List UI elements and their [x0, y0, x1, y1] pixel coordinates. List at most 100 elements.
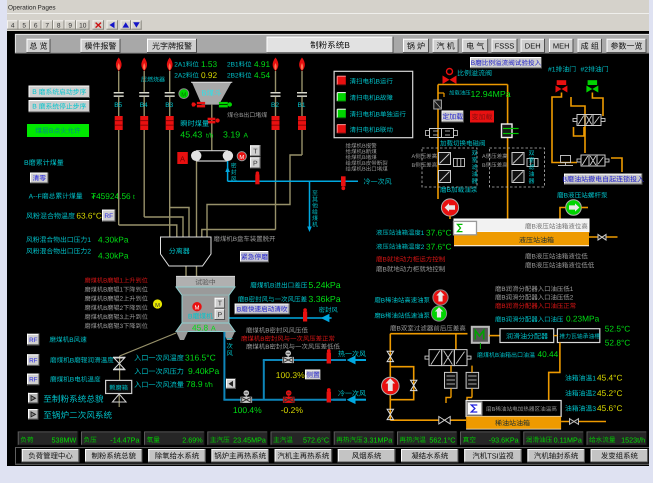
svg-text:M: M	[195, 305, 200, 312]
svg-text:t: t	[133, 194, 135, 201]
svg-text:TSI: TSI	[487, 451, 499, 460]
svg-text:A: A	[180, 155, 185, 164]
svg-text:3: 3	[120, 314, 124, 321]
svg-text:B: B	[188, 314, 193, 321]
svg-text:B5: B5	[114, 102, 122, 109]
svg-text:45.2°C: 45.2°C	[597, 388, 622, 398]
svg-text:B: B	[362, 149, 366, 155]
svg-text:B: B	[501, 317, 505, 324]
svg-text:₮45924.56: ₮45924.56	[91, 191, 131, 201]
svg-text:B: B	[49, 128, 54, 135]
svg-text:M: M	[239, 155, 244, 161]
svg-text:B: B	[376, 127, 380, 134]
svg-text:B: B	[492, 407, 496, 413]
svg-text:B: B	[376, 95, 380, 102]
svg-text:2: 2	[570, 295, 574, 302]
svg-text:FSSS: FSSS	[495, 42, 515, 51]
svg-text:40.44: 40.44	[538, 349, 559, 359]
svg-text:B: B	[362, 144, 366, 150]
svg-text:B: B	[103, 278, 107, 285]
svg-text:B: B	[383, 257, 387, 264]
svg-text:A: A	[482, 154, 486, 160]
svg-text:B: B	[532, 224, 536, 231]
svg-text:2: 2	[120, 296, 124, 303]
svg-text:45.43: 45.43	[180, 130, 202, 140]
svg-text:23.45MPa: 23.45MPa	[233, 435, 266, 444]
svg-text:B: B	[233, 236, 237, 243]
svg-text:B: B	[383, 266, 387, 273]
svg-text:B: B	[103, 296, 107, 303]
svg-text:B: B	[344, 40, 350, 50]
svg-text:2.69%: 2.69%	[182, 435, 203, 444]
svg-text:B: B	[239, 112, 243, 119]
svg-text:2B2: 2B2	[227, 73, 239, 80]
svg-text:12.94MPa: 12.94MPa	[471, 89, 511, 99]
svg-text:45.6°C: 45.6°C	[597, 403, 622, 413]
svg-text:63.6°C: 63.6°C	[76, 210, 101, 220]
svg-text:B: B	[412, 163, 416, 169]
svg-text:Pages: Pages	[38, 5, 56, 12]
svg-text:B: B	[471, 60, 476, 67]
svg-text:562.1°C: 562.1°C	[429, 435, 455, 444]
svg-text:B: B	[381, 297, 385, 304]
svg-text:B: B	[103, 287, 107, 294]
svg-text:t/h: t/h	[206, 133, 214, 140]
svg-text:0.23MPa: 0.23MPa	[566, 314, 600, 324]
svg-text:B: B	[501, 295, 505, 302]
svg-text:B: B	[532, 263, 536, 270]
svg-text:100.4%: 100.4%	[233, 405, 262, 415]
svg-text:2A1: 2A1	[174, 62, 186, 69]
svg-text:B: B	[564, 193, 569, 200]
svg-text:B: B	[501, 286, 505, 293]
svg-text:3: 3	[592, 406, 596, 413]
svg-text:45.8: 45.8	[192, 322, 209, 332]
svg-text:#2: #2	[581, 67, 589, 74]
svg-text:B: B	[376, 79, 380, 86]
svg-text:B: B	[70, 357, 75, 364]
svg-text:A: A	[211, 325, 216, 332]
svg-text:6: 6	[34, 22, 38, 29]
svg-text:-0.2%: -0.2%	[281, 405, 304, 415]
svg-text:1523t/h: 1523t/h	[621, 435, 645, 444]
svg-text:B: B	[397, 326, 401, 333]
svg-text:B: B	[265, 328, 269, 335]
svg-text:52.8°C: 52.8°C	[605, 338, 630, 348]
svg-text:Operation: Operation	[8, 5, 37, 12]
svg-text:2A2: 2A2	[174, 73, 186, 80]
svg-text:1: 1	[421, 230, 425, 237]
svg-text:B: B	[376, 112, 380, 119]
svg-text:B: B	[70, 377, 75, 384]
svg-text:4.30kPa: 4.30kPa	[98, 251, 129, 261]
svg-text:B: B	[270, 283, 275, 290]
svg-text:316.5°C: 316.5°C	[185, 352, 216, 362]
svg-text:52.5°C: 52.5°C	[605, 324, 630, 334]
svg-text:M: M	[155, 303, 160, 309]
svg-text:3.31MPa: 3.31MPa	[364, 435, 393, 444]
svg-text:8: 8	[57, 22, 61, 29]
svg-text:1: 1	[120, 287, 124, 294]
svg-text:A: A	[412, 154, 416, 160]
svg-text:DEH: DEH	[525, 42, 541, 51]
svg-text:RF: RF	[29, 337, 38, 344]
svg-text:T: T	[218, 301, 223, 308]
svg-text:0.11MPa: 0.11MPa	[554, 435, 582, 444]
svg-text:B: B	[244, 297, 248, 304]
svg-text:B: B	[447, 187, 452, 194]
svg-text:3.36kPa: 3.36kPa	[308, 294, 340, 304]
svg-text:45.4°C: 45.4°C	[597, 373, 622, 383]
svg-text:B: B	[32, 89, 37, 96]
svg-text:B: B	[237, 306, 242, 313]
svg-text:B4: B4	[140, 102, 148, 109]
svg-text:4.91: 4.91	[254, 59, 271, 69]
svg-text:t/h: t/h	[205, 381, 213, 389]
svg-text:4.30kPa: 4.30kPa	[98, 235, 129, 245]
svg-text:B: B	[202, 89, 207, 98]
svg-text:B: B	[103, 323, 107, 330]
svg-text:MEH: MEH	[553, 42, 570, 51]
svg-text:B1: B1	[298, 102, 306, 109]
svg-text:37.6°C: 37.6°C	[426, 241, 451, 251]
svg-text:B: B	[103, 314, 107, 321]
svg-text:RF: RF	[104, 213, 113, 220]
svg-text:10: 10	[79, 22, 87, 29]
svg-text:M: M	[181, 91, 186, 98]
